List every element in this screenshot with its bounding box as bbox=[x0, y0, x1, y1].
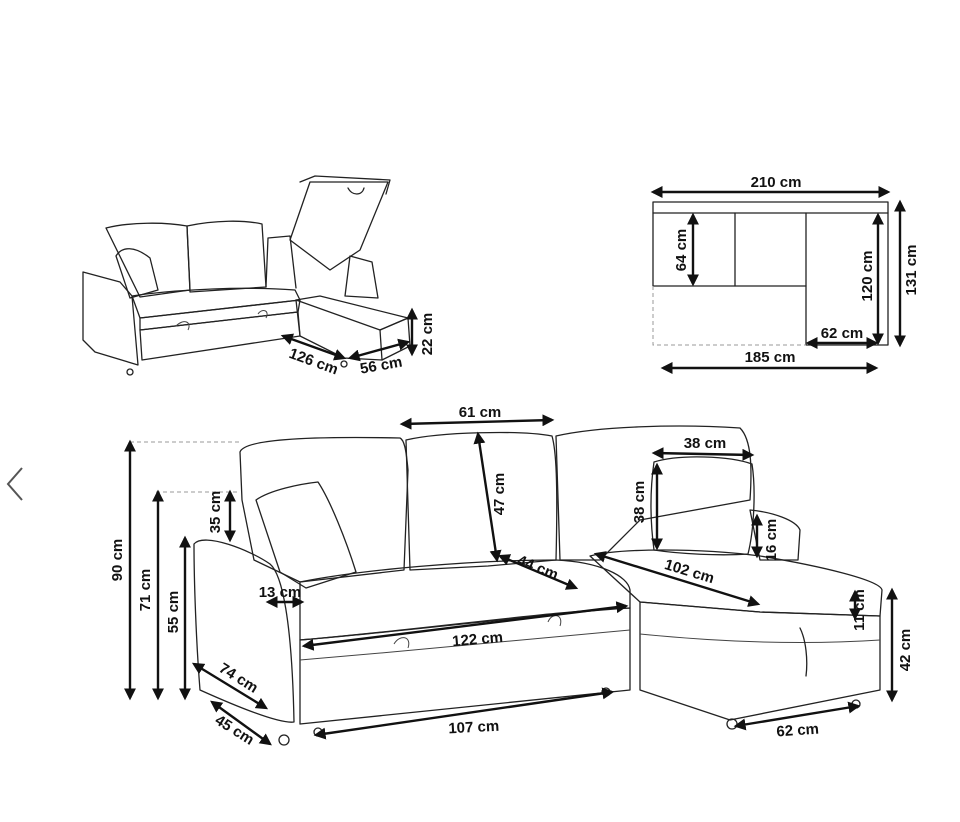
thumb-height-label: 22 cm bbox=[419, 313, 436, 356]
arm-height-label: 55 cm bbox=[165, 591, 182, 634]
thumbnail-sofa-drawing bbox=[82, 175, 411, 376]
top-chaise-length-label: 120 cm bbox=[859, 251, 876, 302]
top-total-depth-label: 131 cm bbox=[903, 245, 920, 296]
top-chaise-width-label: 62 cm bbox=[821, 325, 864, 342]
backrest-above-arm-label: 35 cm bbox=[207, 491, 224, 534]
chevron-left-icon[interactable] bbox=[2, 464, 28, 504]
chaise-cushion-label: 11 cm bbox=[851, 589, 868, 631]
seat-depth-label: 44 cm bbox=[515, 552, 561, 584]
pillow-width-label: 38 cm bbox=[684, 435, 727, 452]
bed-width-label: 122 cm bbox=[452, 629, 504, 650]
thumb-length-label: 126 cm bbox=[287, 345, 341, 378]
total-height-label: 90 cm bbox=[109, 539, 126, 582]
back-cushion-height-label: 47 cm bbox=[491, 473, 508, 516]
pillow-height-label: 38 cm bbox=[631, 481, 648, 524]
top-total-width-label: 210 cm bbox=[751, 174, 802, 191]
back-height-label: 71 cm bbox=[137, 569, 154, 612]
thumb-width-label: 56 cm bbox=[359, 354, 404, 378]
dimension-labels: 126 cm 56 cm 22 cm 210 cm 64 cm 120 cm 1… bbox=[109, 174, 920, 749]
chaise-arm-height-label: 16 cm bbox=[763, 519, 780, 562]
back-cushion-width-label: 61 cm bbox=[459, 404, 502, 421]
chaise-base-width-label: 62 cm bbox=[776, 721, 820, 741]
base-width-label: 107 cm bbox=[448, 718, 500, 738]
top-bed-length-label: 185 cm bbox=[745, 349, 796, 366]
top-view-plan bbox=[652, 201, 889, 346]
chaise-height-label: 42 cm bbox=[897, 629, 914, 672]
armrest-width-label: 13 cm bbox=[259, 584, 302, 601]
top-seat-depth-label: 64 cm bbox=[673, 229, 690, 272]
dimension-lines bbox=[124, 186, 906, 746]
